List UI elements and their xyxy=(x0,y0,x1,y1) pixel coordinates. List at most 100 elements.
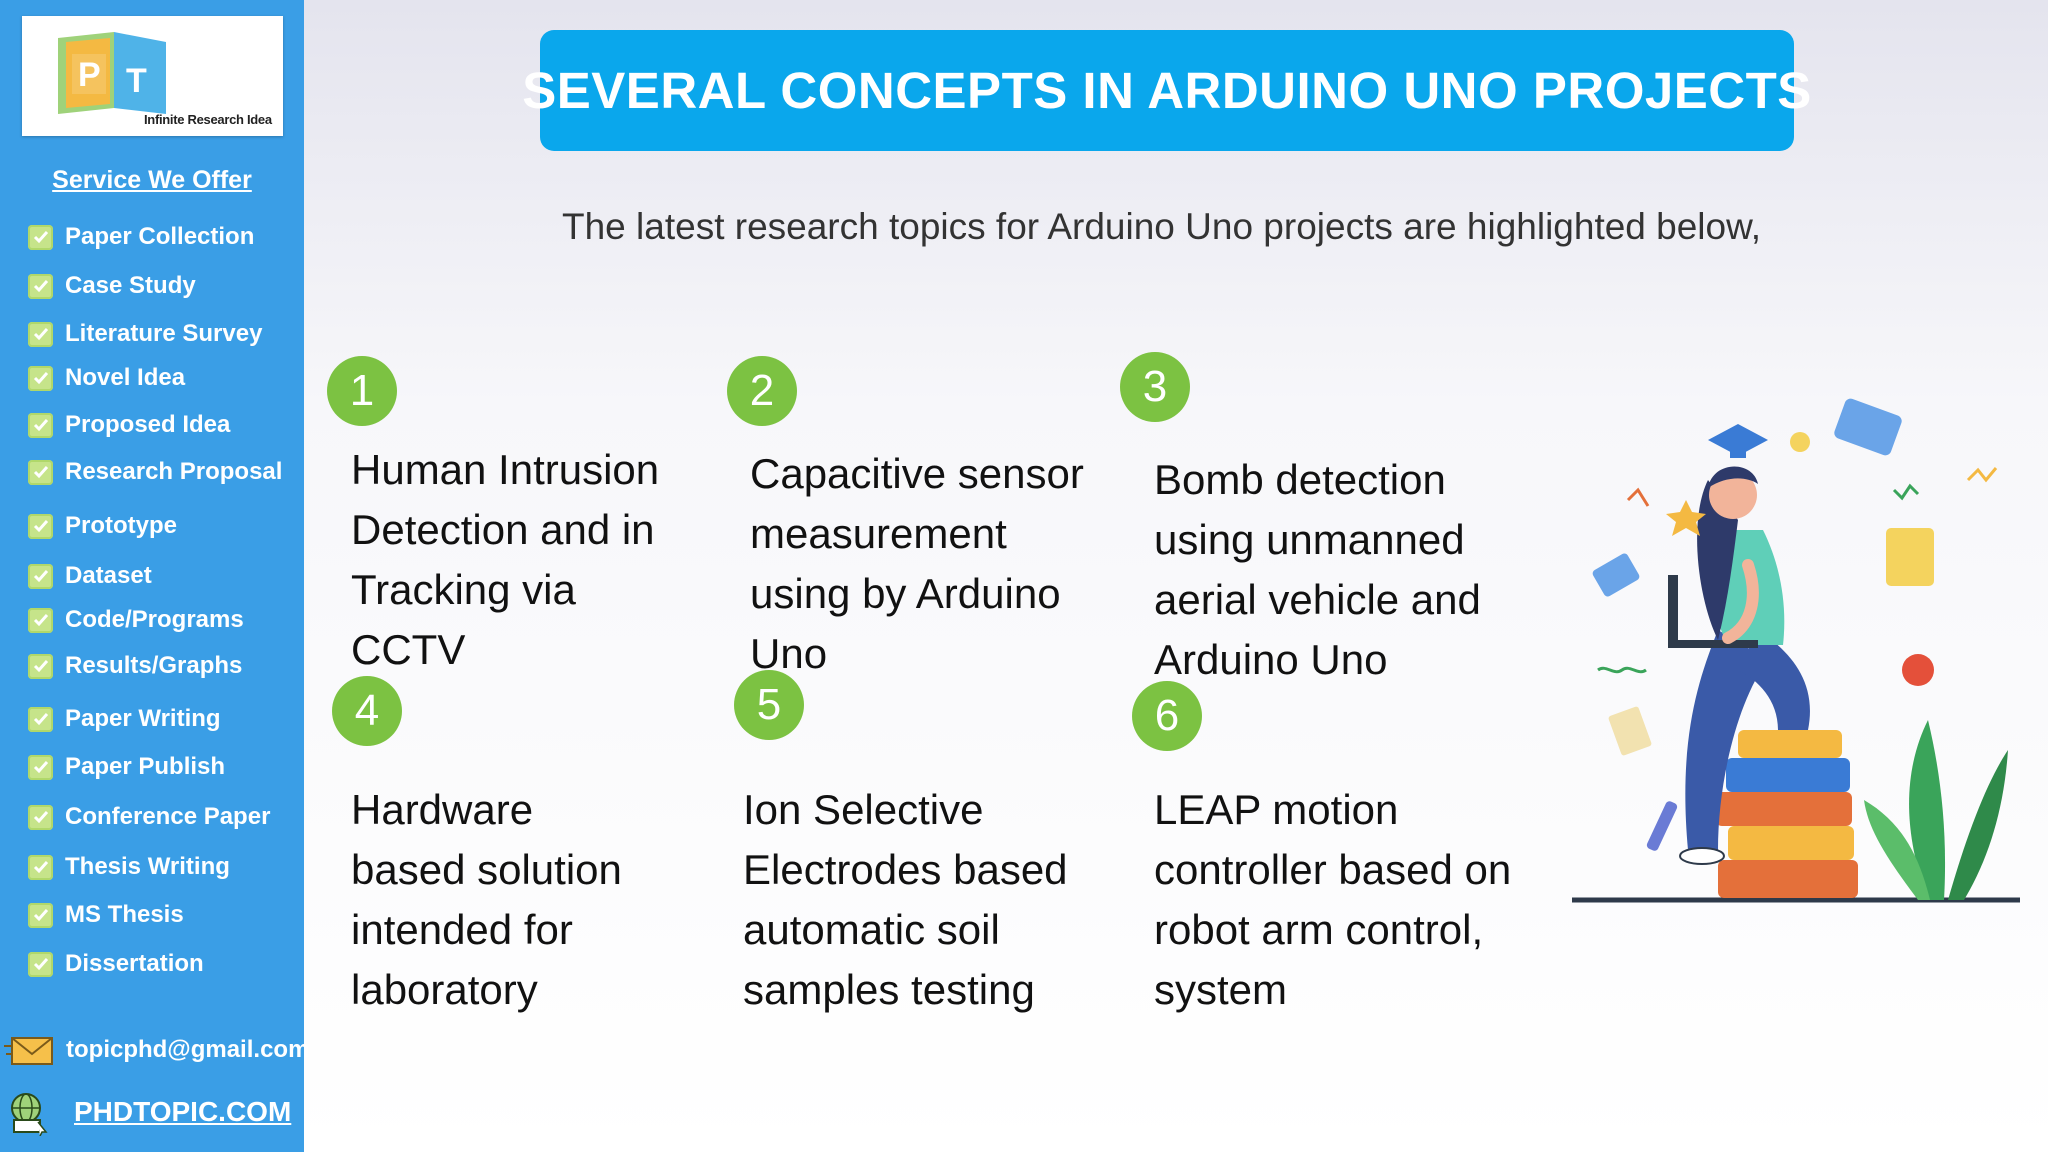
service-item-code-programs[interactable]: Code/Programs xyxy=(28,603,244,637)
checkbox-icon xyxy=(28,224,53,250)
topic-line: robot arm control, xyxy=(1154,906,1484,953)
topic-line: measurement xyxy=(750,510,1007,557)
topic-line: intended for xyxy=(351,906,573,953)
service-item-novel-idea[interactable]: Novel Idea xyxy=(28,361,185,395)
contact-email[interactable]: topicphd@gmail.com xyxy=(4,1030,309,1070)
topic-number-badge: 4 xyxy=(332,676,402,746)
service-label: Paper Publish xyxy=(65,753,226,780)
student-laptop-illustration xyxy=(1572,398,2020,903)
topic-line: using unmanned xyxy=(1154,516,1465,563)
service-label: Dataset xyxy=(65,562,152,589)
service-item-dissertation[interactable]: Dissertation xyxy=(28,947,204,981)
service-item-research-proposal[interactable]: Research Proposal xyxy=(28,455,282,489)
topic-line: system xyxy=(1154,966,1288,1013)
topic-number-badge: 5 xyxy=(734,670,804,740)
website-link: PHDTOPIC.COM xyxy=(74,1096,292,1127)
service-label: Literature Survey xyxy=(65,320,263,347)
checkbox-icon xyxy=(28,513,53,539)
topic-line: samples testing xyxy=(743,966,1035,1013)
web-globe-icon xyxy=(11,1093,48,1136)
service-label: MS Thesis xyxy=(65,901,184,928)
service-item-dataset[interactable]: Dataset xyxy=(28,559,152,593)
service-item-thesis-writing[interactable]: Thesis Writing xyxy=(28,850,230,884)
service-item-proposed-idea[interactable]: Proposed Idea xyxy=(28,408,230,442)
page-title: SEVERAL CONCEPTS IN ARDUINO UNO PROJECTS xyxy=(522,62,1812,119)
service-label: Prototype xyxy=(65,512,178,539)
service-item-literature-survey[interactable]: Literature Survey xyxy=(28,317,262,351)
service-item-prototype[interactable]: Prototype xyxy=(28,509,177,543)
title-banner: SEVERAL CONCEPTS IN ARDUINO UNO PROJECTS xyxy=(522,30,1811,151)
topic-line: Capacitive sensor xyxy=(750,450,1084,497)
service-label: Novel Idea xyxy=(65,364,186,391)
topic-line: Detection and in xyxy=(351,506,655,553)
svg-text:P: P xyxy=(78,56,101,94)
service-label: Paper Writing xyxy=(65,705,221,732)
service-item-paper-publish[interactable]: Paper Publish xyxy=(28,750,225,784)
topic-number-badge: 1 xyxy=(327,356,397,426)
sidebar: P T Infinite Research Idea Service We Of… xyxy=(0,0,309,1152)
topic-line: Uno xyxy=(750,630,828,677)
topic-number-badge: 6 xyxy=(1132,681,1202,751)
topic-line: based solution xyxy=(351,846,622,893)
logo-book-icon: P T xyxy=(58,32,166,114)
service-item-conference-paper[interactable]: Conference Paper xyxy=(28,800,270,834)
checkbox-icon xyxy=(28,754,53,780)
checkbox-icon xyxy=(28,854,53,880)
checkbox-icon xyxy=(28,706,53,732)
service-label: Dissertation xyxy=(65,950,204,977)
company-logo[interactable]: P T Infinite Research Idea xyxy=(22,16,283,136)
topic-text: Human Intrusion Detection and in Trackin… xyxy=(351,440,659,680)
service-label: Results/Graphs xyxy=(65,652,243,679)
topic-line: aerial vehicle and xyxy=(1154,576,1481,623)
service-label: Research Proposal xyxy=(65,458,283,485)
service-label: Code/Programs xyxy=(65,606,244,633)
service-item-ms-thesis[interactable]: MS Thesis xyxy=(28,898,184,932)
topic-line: Arduino Uno xyxy=(1154,636,1388,683)
topic-line: Ion Selective xyxy=(743,786,984,833)
topic-text: Ion Selective Electrodes based automatic… xyxy=(743,780,1068,1020)
checkbox-icon xyxy=(28,563,53,589)
svg-text:T: T xyxy=(126,62,147,100)
envelope-icon xyxy=(4,1037,53,1065)
topic-text: Hardware based solution intended for lab… xyxy=(351,780,622,1020)
service-label: Paper Collection xyxy=(65,223,255,250)
topic-text: LEAP motion controller based on robot ar… xyxy=(1154,780,1511,1020)
topic-line: Bomb detection xyxy=(1154,456,1446,503)
topic-line: Human Intrusion xyxy=(351,446,660,493)
topic-text: Bomb detection using unmanned aerial veh… xyxy=(1154,450,1481,690)
topic-line: Electrodes based xyxy=(743,846,1068,893)
checkbox-icon xyxy=(28,365,53,391)
topic-text: Capacitive sensor measurement using by A… xyxy=(750,444,1084,684)
service-item-results-graphs[interactable]: Results/Graphs xyxy=(28,649,242,683)
service-item-paper-collection[interactable]: Paper Collection xyxy=(28,220,254,254)
checkbox-icon xyxy=(28,273,53,299)
topic-line: using by Arduino xyxy=(750,570,1061,617)
checkbox-icon xyxy=(28,804,53,830)
topic-line: automatic soil xyxy=(743,906,1000,953)
checkbox-icon xyxy=(28,459,53,485)
topic-number-badge: 2 xyxy=(727,356,797,426)
checkbox-icon xyxy=(28,412,53,438)
topic-number-badge: 3 xyxy=(1120,352,1190,422)
checkbox-icon xyxy=(28,321,53,347)
topic-line: LEAP motion xyxy=(1154,786,1399,833)
service-label: Thesis Writing xyxy=(65,853,230,880)
service-item-paper-writing[interactable]: Paper Writing xyxy=(28,702,221,736)
topic-line: controller based on xyxy=(1154,846,1512,893)
checkbox-icon xyxy=(28,607,53,633)
page-subtitle: The latest research topics for Arduino U… xyxy=(562,206,1762,247)
email-address: topicphd@gmail.com xyxy=(66,1036,310,1063)
topic-line: Hardware xyxy=(351,786,534,833)
topic-line: laboratory xyxy=(351,966,538,1013)
logo-tagline: Infinite Research Idea xyxy=(144,112,272,127)
checkbox-icon xyxy=(28,951,53,977)
contact-website[interactable]: PHDTOPIC.COM xyxy=(6,1088,291,1136)
checkbox-icon xyxy=(28,902,53,928)
topic-line: Tracking via xyxy=(351,566,576,613)
service-label: Case Study xyxy=(65,272,196,299)
topic-line: CCTV xyxy=(351,626,466,673)
service-item-case-study[interactable]: Case Study xyxy=(28,269,196,303)
checkbox-icon xyxy=(28,653,53,679)
services-title[interactable]: Service We Offer xyxy=(52,166,252,194)
service-label: Proposed Idea xyxy=(65,411,231,438)
